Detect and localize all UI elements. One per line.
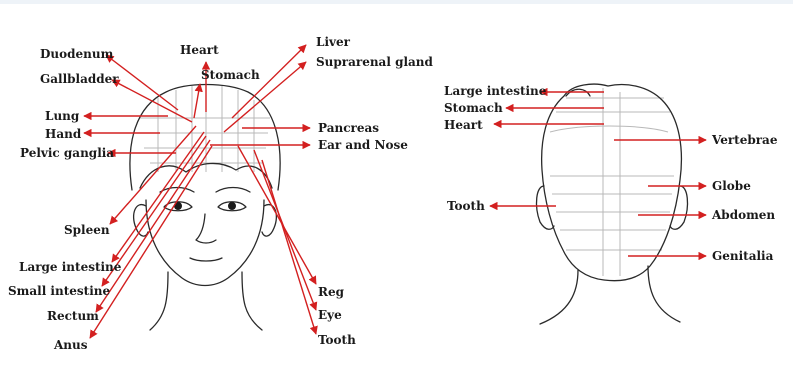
label-rectum: Rectum [47,309,99,323]
label-back-stomach: Stomach [444,101,503,115]
back-head-figure [537,84,688,324]
front-right-eyebrow [216,188,250,193]
label-small-intestine: Small intestine [8,284,110,298]
top-band [0,0,793,4]
label-stomach: Stomach [201,68,260,82]
pointer-spleen [110,126,196,224]
label-eye: Eye [318,308,342,322]
front-mouth [190,258,222,261]
label-suprarenal-gland: Suprarenal gland [316,55,434,69]
label-back-large-intestine: Large intestine [444,84,547,98]
label-pelvic-ganglia: Pelvic ganglia [20,146,114,160]
label-hand: Hand [45,127,82,141]
label-back-tooth: Tooth [447,199,485,213]
front-right-eye [218,202,246,211]
label-back-abdomen: Abdomen [711,208,775,222]
back-neck-left [540,270,578,324]
front-head-figure [130,84,280,330]
pointer-rectum [96,140,210,312]
back-scalp-grid [550,88,674,276]
pointer-tooth [262,160,316,334]
label-lung: Lung [45,109,80,123]
label-duodenum: Duodenum [40,47,114,61]
label-liver: Liver [316,35,351,49]
back-labels: Large intestine Stomach Heart Tooth Vert… [444,84,778,263]
label-back-vertebrae: Vertebrae [711,133,778,147]
label-gallbladder: Gallbladder [40,72,119,86]
front-nose [196,214,216,243]
label-back-genitalia: Genitalia [712,249,774,263]
label-anus: Anus [53,338,88,352]
front-neck-left [150,272,168,330]
front-labels: Duodenum Gallbladder Heart Stomach Lung … [8,35,434,352]
back-head-outline [542,84,682,281]
pointer-eye [254,150,316,310]
front-pointers [84,45,316,338]
back-neck-right [648,266,680,322]
label-ear-and-nose: Ear and Nose [318,138,408,152]
label-back-heart: Heart [444,118,483,132]
label-spleen: Spleen [64,223,110,237]
pointer-stomach [194,84,200,118]
pointer-reg [238,146,316,284]
label-large-intestine: Large intestine [19,260,122,274]
label-back-globe: Globe [712,179,751,193]
label-heart: Heart [180,43,219,57]
front-neck-right [242,272,262,330]
label-tooth: Tooth [318,333,356,347]
label-reg: Reg [318,285,345,299]
pointer-anus [90,146,212,338]
label-pancreas: Pancreas [318,121,379,135]
